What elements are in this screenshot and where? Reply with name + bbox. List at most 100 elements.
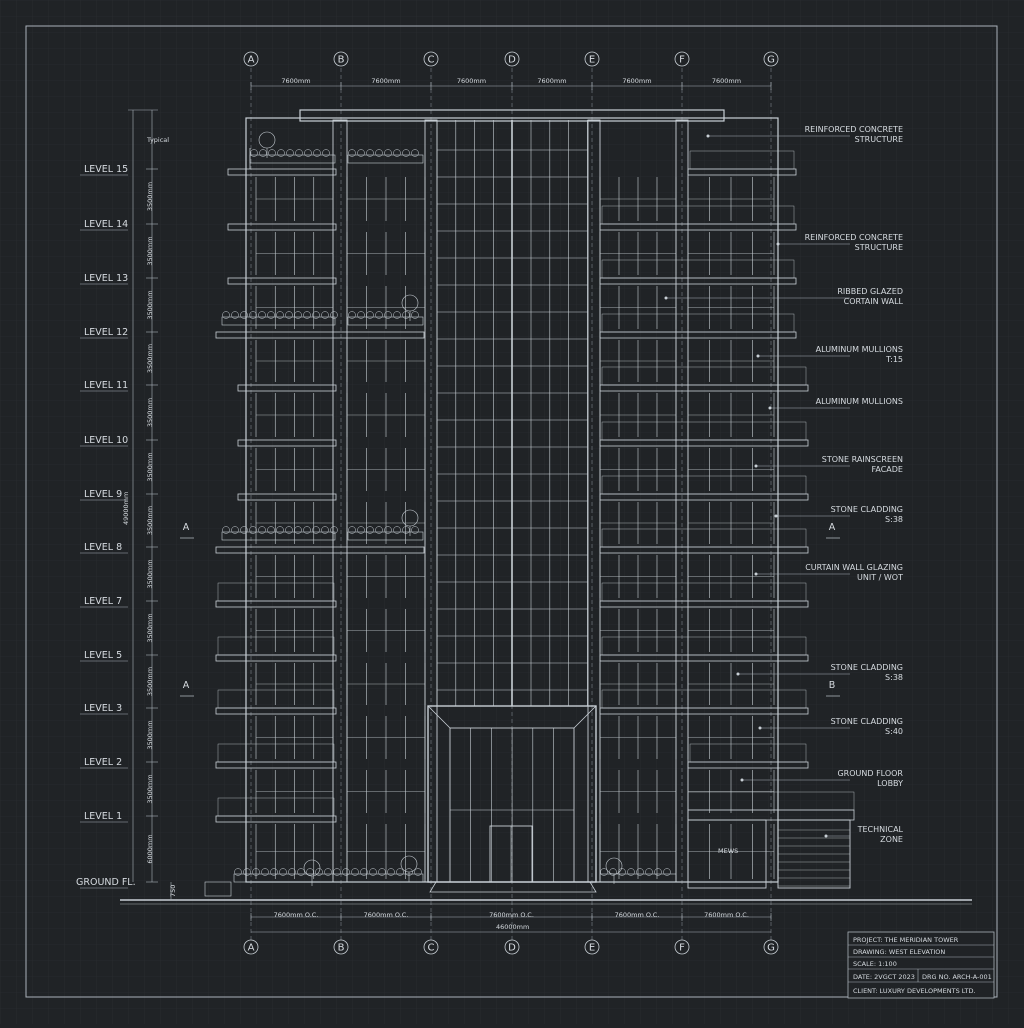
title-drg-no: DRG NO. ARCH-A-001 <box>922 973 992 981</box>
level-label: LEVEL 9 <box>84 489 122 500</box>
shrub <box>411 311 419 319</box>
glass-balustrade <box>217 582 335 602</box>
glass-balustrade <box>217 636 335 656</box>
level-label: LEVEL 1 <box>84 811 122 822</box>
level-label: GROUND FL. <box>76 877 136 888</box>
level-label: LEVEL 15 <box>84 164 128 175</box>
shrub <box>393 149 401 157</box>
shrub <box>645 868 653 876</box>
balcony-slab <box>237 439 337 447</box>
shrub <box>396 868 404 876</box>
shrub <box>348 526 356 534</box>
floor-dimension-label: 3500mm <box>146 344 154 373</box>
shrub <box>322 149 330 157</box>
shrub <box>384 311 392 319</box>
shrub <box>303 311 311 319</box>
section-marker: B <box>829 680 836 691</box>
shrub <box>600 868 608 876</box>
annotation-dot <box>774 514 778 518</box>
shrub <box>342 868 350 876</box>
shrub <box>294 311 302 319</box>
shrub <box>294 526 302 534</box>
shrub <box>393 526 401 534</box>
shrub <box>618 868 626 876</box>
shrub <box>276 526 284 534</box>
shrub <box>252 868 260 876</box>
top-left-dimension: Typical <box>146 136 169 144</box>
glass-balustrade <box>601 421 807 441</box>
glass-balustrade <box>601 366 807 386</box>
glass-balustrade <box>601 259 795 279</box>
structural-column <box>675 119 689 883</box>
level-label: LEVEL 13 <box>84 273 128 284</box>
floor-dimension-label: 3500mm <box>146 182 154 211</box>
overall-height-dimension: 49000mm <box>122 492 130 525</box>
glass-balustrade <box>217 743 335 763</box>
shrub <box>240 311 248 319</box>
shrub <box>259 149 267 157</box>
grid-bubble-f <box>674 51 690 67</box>
annotation-label: STONE CLADDING <box>831 505 903 514</box>
annotation-sublabel: LOBBY <box>877 779 903 788</box>
shrub <box>261 868 269 876</box>
shrub <box>250 149 258 157</box>
shrub <box>321 311 329 319</box>
section-marker: A <box>829 522 836 533</box>
grid-label-d: D <box>508 943 516 954</box>
grid-label-a: A <box>248 55 255 66</box>
section-marker: A <box>183 522 190 533</box>
annotation-sublabel: STRUCTURE <box>855 243 903 252</box>
bottom-dimension-label: 7600mm O.C. <box>704 911 749 919</box>
bottom-dimension-label: 7600mm O.C. <box>615 911 660 919</box>
shrub <box>321 526 329 534</box>
grid-bubble-c <box>423 51 439 67</box>
glass-balustrade <box>689 743 807 763</box>
grid-bubble-b <box>333 51 349 67</box>
annotation-dot <box>756 354 760 358</box>
shrub <box>268 149 276 157</box>
floor-dimension-label: 3500mm <box>146 452 154 481</box>
building-elevation <box>120 109 972 905</box>
shrub <box>304 149 312 157</box>
ground-step <box>204 881 232 897</box>
annotation-label: STONE RAINSCREEN <box>822 455 903 464</box>
shrub <box>663 868 671 876</box>
shrub <box>295 149 303 157</box>
shrub <box>411 526 419 534</box>
shrub <box>357 526 365 534</box>
grid-bubble-a <box>243 51 259 67</box>
level-label: LEVEL 11 <box>84 380 128 391</box>
floor-dimension-label: 3500mm <box>146 774 154 803</box>
shrub <box>351 868 359 876</box>
grid-label-c: C <box>428 55 435 66</box>
shrub <box>333 868 341 876</box>
planter-box <box>221 531 336 541</box>
shrub <box>402 311 410 319</box>
grid-label-f: F <box>679 55 685 66</box>
shrub <box>411 149 419 157</box>
shrub <box>249 526 257 534</box>
grid-label-f: F <box>679 943 685 954</box>
entrance-label: MEWS <box>718 847 738 855</box>
level-label: LEVEL 2 <box>84 757 122 768</box>
top-dimension-label: 7600mm <box>371 77 400 85</box>
level-label: LEVEL 14 <box>84 219 128 230</box>
shrub <box>240 526 248 534</box>
glass-balustrade <box>601 205 795 225</box>
shrub <box>375 526 383 534</box>
dimension-lines <box>80 82 850 933</box>
grid-label-g: G <box>767 943 775 954</box>
column-grid <box>243 51 779 955</box>
glass-balustrade <box>601 582 807 602</box>
shrub <box>279 868 287 876</box>
annotation-label: ALUMINUM MULLIONS <box>816 397 903 406</box>
annotation-label: STONE CLADDING <box>831 717 903 726</box>
glass-balustrade <box>217 797 335 817</box>
floor-dimension-label: 3500mm <box>146 613 154 642</box>
shrub <box>378 868 386 876</box>
title-scale: SCALE: 1:100 <box>853 960 897 968</box>
annotation-dot <box>776 242 780 246</box>
shrub <box>222 311 230 319</box>
grid-bubble-b <box>333 939 349 955</box>
